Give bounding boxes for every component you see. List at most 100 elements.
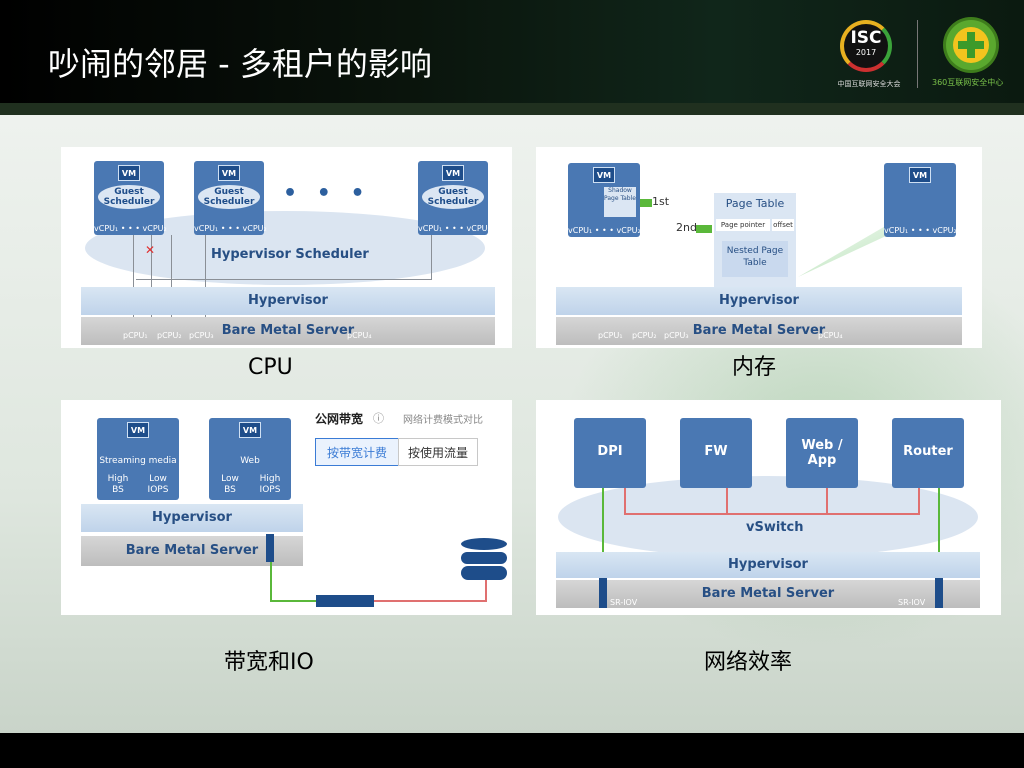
link-line-red xyxy=(918,488,920,514)
vcpu-row: vCPU₁ • • • vCPU₂ xyxy=(884,226,957,235)
pcpu-label: pCPU₃ xyxy=(189,331,214,340)
link-line-green xyxy=(270,600,316,602)
hypervisor-bar: Hypervisor xyxy=(81,504,303,532)
link-line-green xyxy=(270,562,272,600)
blocked-cross-icon: ✕ xyxy=(145,243,156,257)
slide-content: Hypervisor Scheduler VM Guest Scheduler … xyxy=(0,115,1024,733)
vm-badge: VM xyxy=(118,165,140,181)
vm-badge: VM xyxy=(239,422,261,438)
shadow-page-table: Shadow Page Table xyxy=(604,187,636,217)
connector-line xyxy=(431,235,432,279)
network-box-webapp: Web / App xyxy=(786,418,858,488)
vm-right-stat: High IOPS xyxy=(259,474,281,495)
vm-box: VM Shadow Page Table vCPU₁ • • • vCPU₂ xyxy=(568,163,641,237)
page-table-box: Page Table Page pointer offset Nested Pa… xyxy=(714,193,796,287)
network-box-dpi: DPI xyxy=(574,418,646,488)
public-bandwidth-title: 公网带宽 xyxy=(315,412,364,426)
link-line-green xyxy=(602,488,604,580)
link-line-red xyxy=(624,513,920,515)
vswitch-label: vSwitch xyxy=(746,520,804,535)
vm-badge: VM xyxy=(218,165,240,181)
isc-logo-year: 2017 xyxy=(855,48,877,57)
cpu-caption: CPU xyxy=(248,355,293,380)
link-line-red xyxy=(374,600,486,602)
guest-scheduler: Guest Scheduler xyxy=(422,185,484,209)
vm-badge: VM xyxy=(593,167,615,183)
slide-header: 吵闹的邻居 - 多租户的影响 ISC 2017 中国互联网安全大会 360互联网… xyxy=(0,0,1024,115)
pcpu-label: pCPU₃ xyxy=(664,331,689,340)
vm-left-stat: Low BS xyxy=(221,474,239,495)
connector-line xyxy=(136,279,432,280)
second-label: 2nd xyxy=(676,221,697,234)
vcpu-row: vCPU₁ • • • vCPU₂ xyxy=(94,224,167,233)
vswitch-ellipse xyxy=(558,476,978,558)
vcpu-row: vCPU₁ • • • vCPU₂ xyxy=(194,224,267,233)
switch-bar-icon xyxy=(316,595,374,607)
nic-port-icon xyxy=(266,534,274,562)
bare-metal-bar: Bare Metal Server xyxy=(556,580,980,608)
bare-metal-bar: Bare Metal Server xyxy=(556,317,962,345)
vm-badge: VM xyxy=(442,165,464,181)
vm-box: VM vCPU₁ • • • vCPU₂ xyxy=(884,163,957,237)
hypervisor-scheduler-label: Hypervisor Scheduler xyxy=(211,247,369,262)
slide-title: 吵闹的邻居 - 多租户的影响 xyxy=(48,45,432,83)
logo-divider xyxy=(917,20,918,88)
hypervisor-bar: Hypervisor xyxy=(556,552,980,578)
vm-box-web: VM Web Low BS High IOPS xyxy=(209,418,291,500)
sriov-label: SR-IOV xyxy=(898,598,926,607)
sriov-port-icon xyxy=(935,578,943,608)
connector-line xyxy=(133,235,134,323)
vm-box: VM Guest Scheduler vCPU₁ • • • vCPU₂ xyxy=(94,161,167,235)
vm-name: Web xyxy=(240,456,260,466)
isc-logo: ISC 2017 中国互联网安全大会 xyxy=(834,20,906,92)
page-pointer-cell: Page pointer xyxy=(716,219,770,231)
memory-diagram: VM Shadow Page Table vCPU₁ • • • vCPU₂ 1… xyxy=(536,147,982,348)
isc-logo-subtitle: 中国互联网安全大会 xyxy=(837,80,901,88)
billing-compare-link[interactable]: 网络计费模式对比 xyxy=(403,415,483,426)
tab-traffic-billing[interactable]: 按使用流量 xyxy=(398,438,478,466)
more-vms-dots: • • • xyxy=(283,181,371,206)
guest-scheduler: Guest Scheduler xyxy=(198,185,260,209)
connector-line xyxy=(205,235,206,327)
nested-page-table: Nested Page Table xyxy=(722,241,788,277)
arrow-icon xyxy=(640,199,652,207)
network-diagram: vSwitch DPI FW Web / App Router Hypervis… xyxy=(536,400,1001,615)
pcpu-label: pCPU₄ xyxy=(818,331,843,340)
arrow-icon xyxy=(696,225,712,233)
vm-left-stat: High BS xyxy=(107,474,129,495)
network-box-router: Router xyxy=(892,418,964,488)
bare-metal-bar: Bare Metal Server xyxy=(81,317,495,345)
sriov-label: SR-IOV xyxy=(610,598,638,607)
vm-box-streaming: VM Streaming media High BS Low IOPS xyxy=(97,418,179,500)
pcpu-label: pCPU₁ xyxy=(598,331,623,340)
link-line-red xyxy=(624,488,626,514)
vcpu-row: vCPU₁ • • • vCPU₂ xyxy=(418,224,491,233)
database-icon xyxy=(461,538,507,584)
network-caption: 网络效率 xyxy=(704,650,793,675)
page-table-label: Page Table xyxy=(725,197,785,210)
hypervisor-bar: Hypervisor xyxy=(81,287,495,315)
sriov-port-icon xyxy=(599,578,607,608)
info-icon[interactable]: ⓘ xyxy=(373,412,384,425)
360-plus-icon xyxy=(946,20,996,70)
tab-bandwidth-billing[interactable]: 按带宽计费 xyxy=(315,438,399,466)
offset-cell: offset xyxy=(772,219,794,231)
360-logo-subtitle: 360互联网安全中心 xyxy=(932,78,1004,87)
cpu-diagram: Hypervisor Scheduler VM Guest Scheduler … xyxy=(61,147,512,348)
pcpu-label: pCPU₂ xyxy=(157,331,182,340)
pcpu-label: pCPU₁ xyxy=(123,331,148,340)
vm-box: VM Guest Scheduler vCPU₁ • • • vCPU₂ xyxy=(194,161,267,235)
vm-name: Streaming media xyxy=(99,456,177,466)
link-line-red xyxy=(726,488,728,514)
pcpu-label: pCPU₂ xyxy=(632,331,657,340)
bandwidth-caption: 带宽和IO xyxy=(224,650,314,675)
hypervisor-bar: Hypervisor xyxy=(556,287,962,315)
isc-ring-icon xyxy=(840,20,892,72)
link-line-red xyxy=(485,580,487,602)
slide-footer xyxy=(0,733,1024,768)
link-line-red xyxy=(826,488,828,514)
isc-logo-text: ISC xyxy=(850,28,882,48)
bandwidth-diagram: VM Streaming media High BS Low IOPS VM W… xyxy=(61,400,512,615)
connector-line xyxy=(151,235,152,325)
vcpu-row: vCPU₁ • • • vCPU₂ xyxy=(568,226,641,235)
